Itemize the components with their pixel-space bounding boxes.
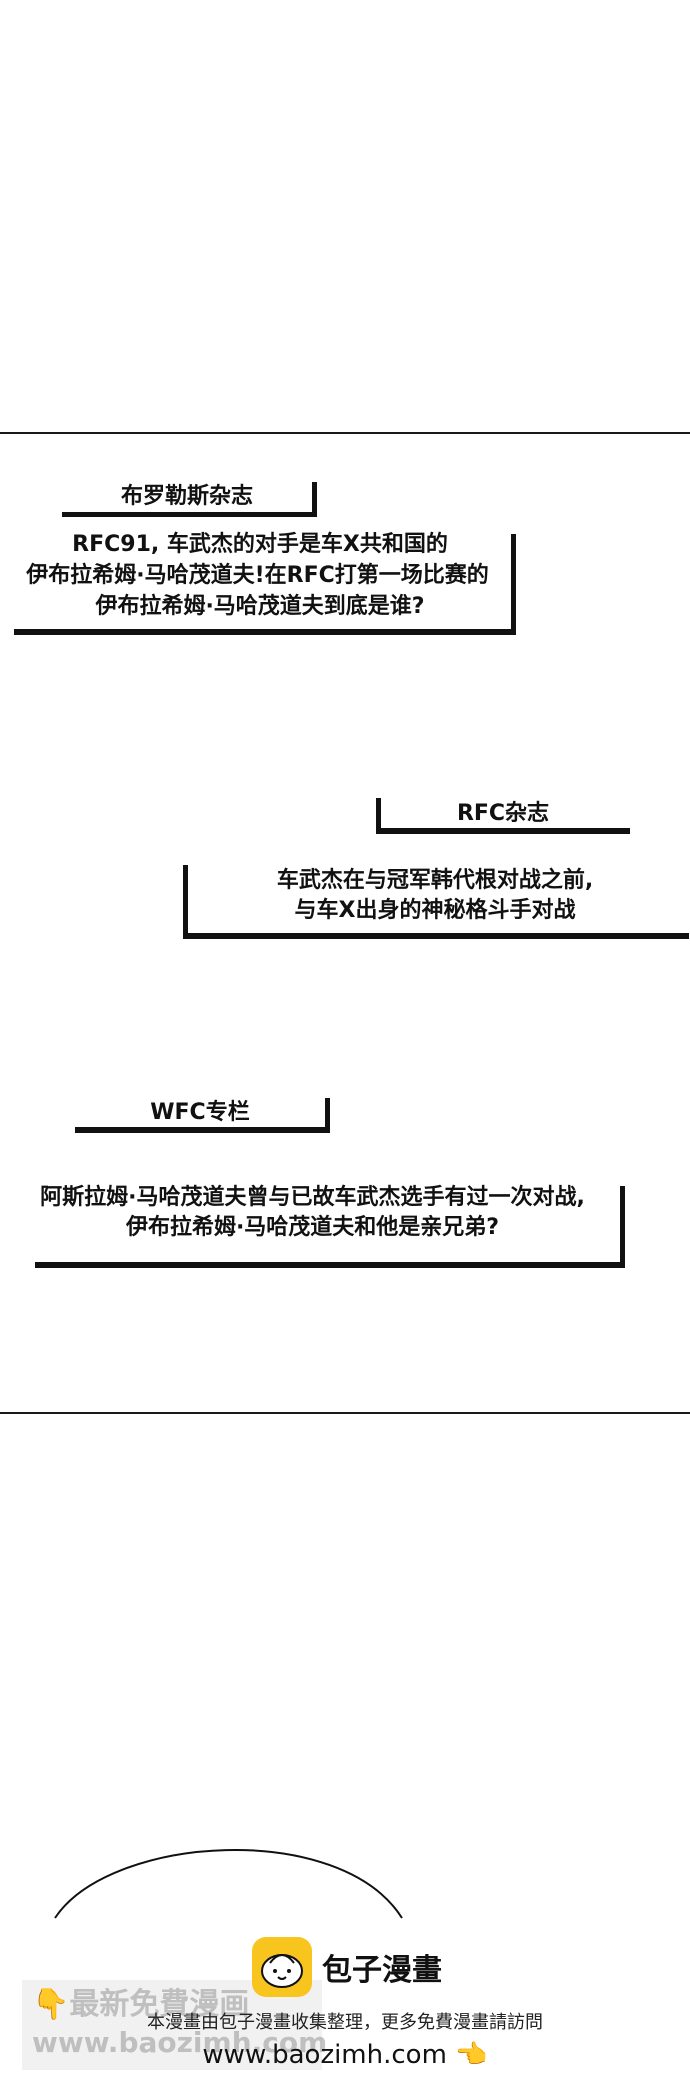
panel-1-headline-underline [14, 629, 516, 635]
panel-1-headline-right-edge [511, 534, 516, 635]
brand-logo[interactable]: 包子漫畫 [252, 1937, 442, 1997]
footer-url[interactable]: www.baozimh.com [202, 2040, 447, 2070]
pointing-down-icon: 👇 [32, 1987, 70, 2022]
bottom-divider [0, 1412, 690, 1414]
panel-3-headline-underline [35, 1262, 625, 1268]
panel-3-label-right-edge [325, 1098, 330, 1133]
panel-2-headline-line-2: 与车X出身的神秘格斗手对战 [294, 898, 576, 923]
panel-1-label-underline [62, 512, 317, 517]
panel-3-headline-line-2: 伊布拉希姆·马哈茂道夫和他是亲兄弟? [125, 1215, 500, 1240]
panel-2-headline-line-1: 车武杰在与冠军韩代根对战之前, [276, 868, 594, 893]
pointing-left-icon: 👈 [455, 2040, 488, 2070]
panel-2-headline-underline [183, 933, 689, 939]
panel-1-headline-line-2: 伊布拉希姆·马哈茂道夫!在RFC打第一场比赛的 [26, 563, 489, 588]
speech-bubble-arc [54, 1849, 403, 1919]
brand-name: 包子漫畫 [322, 1953, 442, 1988]
panel-3-label-underline [75, 1127, 330, 1133]
footer-url-row[interactable]: www.baozimh.com 👈 [0, 2040, 690, 2070]
panel-2-label-left-edge [376, 798, 381, 834]
panel-1-label: 布罗勒斯杂志 [120, 484, 253, 509]
top-divider [0, 432, 690, 434]
panel-2-headline-left-edge [183, 865, 188, 939]
panel-3-label: WFC专栏 [150, 1100, 250, 1125]
panel-1-label-right-edge [312, 482, 317, 517]
panel-1-headline-line-1: RFC91, 车武杰的对手是车X共和国的 [72, 532, 448, 557]
panel-2-label-underline [376, 828, 630, 834]
panel-1-headline-line-3: 伊布拉希姆·马哈茂道夫到底是谁? [95, 594, 425, 619]
panel-3-headline-line-1: 阿斯拉姆·马哈茂道夫曾与已故车武杰选手有过一次对战, [40, 1185, 585, 1210]
footer-note: 本漫畫由包子漫畫收集整理，更多免費漫畫請訪問 [147, 2012, 543, 2033]
panel-2-label: RFC杂志 [456, 801, 550, 826]
bun-logo-icon [252, 1937, 312, 1997]
watermark: 👇最新免費漫画 www.baozimh.com [22, 1980, 327, 2070]
panel-3-headline-right-edge [620, 1186, 625, 1268]
